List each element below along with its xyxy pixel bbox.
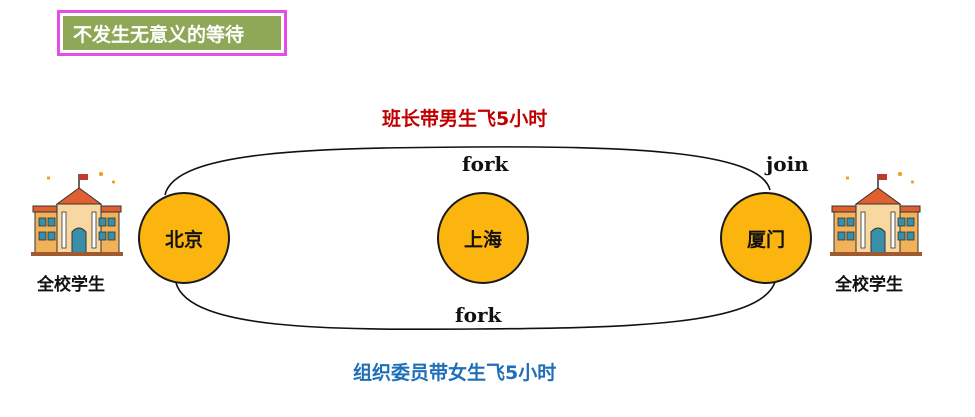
school-left-label: 全校学生 (37, 275, 105, 295)
school-building-icon (31, 172, 123, 256)
join-label: join (766, 152, 809, 176)
fork-top-label: fork (462, 152, 509, 176)
bottom-edge-curve (175, 281, 776, 331)
node-beijing: 北京 (138, 192, 230, 284)
school-building-icon (830, 172, 922, 256)
page-title: 不发生无意义的等待 (63, 16, 281, 50)
top-edge-curve (164, 146, 771, 196)
school-right-label: 全校学生 (835, 275, 903, 295)
top-caption: 班长带男生飞5小时 (382, 108, 548, 130)
node-shanghai: 上海 (437, 192, 529, 284)
bottom-caption: 组织委员带女生飞5小时 (353, 362, 557, 384)
node-xiamen: 厦门 (720, 192, 812, 284)
title-box: 不发生无意义的等待 (57, 10, 287, 56)
fork-bottom-label: fork (455, 303, 502, 327)
